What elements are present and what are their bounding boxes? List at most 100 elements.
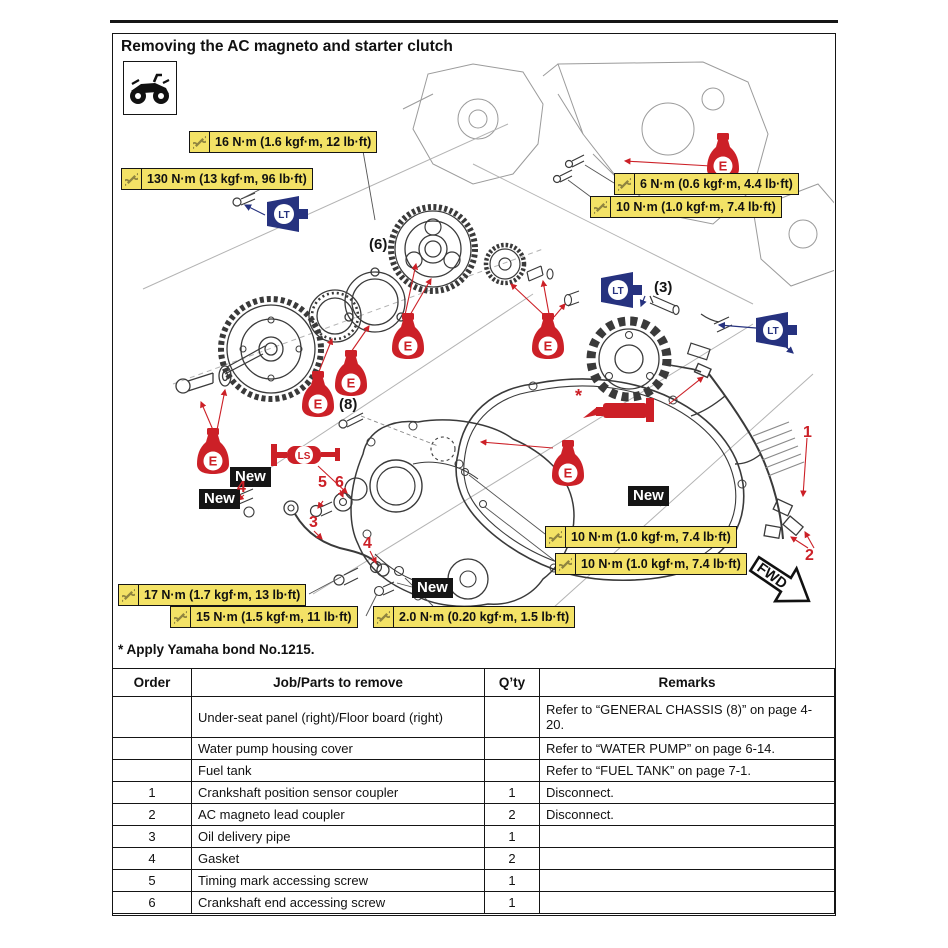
cell-order: 6 [112,891,192,914]
starter-clutch-housing [344,267,406,333]
oil-delivery-pipe [227,477,405,597]
fastener-count-label: (3) [654,279,673,296]
torque-value: 130 N·m (13 kgf·m, 96 lb·ft) [147,172,307,186]
torque-label: 15 N·m (1.5 kgf·m, 11 lb·ft) [170,606,358,628]
col-header-remarks: Remarks [539,668,835,697]
guide-lines [142,123,814,627]
cell-qty: 1 [484,869,540,892]
exploded-diagram: 16 N·m (1.6 kgf·m, 12 lb·ft) 130 N·m (13… [113,34,834,640]
cell-job: Gasket [191,847,485,870]
torque-label: 6 N·m (0.6 kgf·m, 4.4 lb·ft) [614,173,799,195]
torque-label: 130 N·m (13 kgf·m, 96 lb·ft) [121,168,313,190]
torque-label: 17 N·m (1.7 kgf·m, 13 lb·ft) [118,584,307,606]
cell-order: 2 [112,803,192,826]
threadlock-icon: LT [601,272,645,315]
cell-qty: 1 [484,781,540,804]
torque-label: 10 N·m (1.0 kgf·m, 7.4 lb·ft) [555,553,747,575]
cell-remarks [539,847,835,870]
new-part-tag: New [628,486,669,506]
torque-value: 10 N·m (1.0 kgf·m, 7.4 lb·ft) [581,557,741,571]
crankcase-cover [350,419,575,608]
threadlock-icon: LT [267,196,311,239]
engine-oil-icon: E [335,350,367,401]
table-row: 1 Crankshaft position sensor coupler 1 D… [112,781,835,804]
cell-job: Crankshaft position sensor coupler [191,781,485,804]
cell-job: Timing mark accessing screw [191,869,485,892]
new-part-tag: New [412,578,453,598]
wrench-icon [171,607,191,627]
cell-job: Fuel tank [191,759,485,782]
atv-model-box [123,61,177,115]
sealant-tube-icon [583,394,667,429]
threadlock-letters: LT [612,286,623,297]
wrench-icon [615,174,635,194]
table-header-row: Order Job/Parts to remove Q’ty Remarks [112,668,835,697]
cell-qty: 2 [484,803,540,826]
table-row: 4 Gasket 2 [112,847,835,870]
page-top-rule [110,20,838,23]
sealant-asterisk: * [575,386,583,406]
oil-letter: E [719,159,728,174]
callout-number: 2 [805,547,814,564]
atv-icon [130,73,170,104]
cell-remarks: Refer to “GENERAL CHASSIS (8)” on page 4… [539,696,835,738]
table-row: Water pump housing cover Refer to “WATER… [112,737,835,760]
table-row: Under-seat panel (right)/Floor board (ri… [112,696,835,738]
oil-letter: E [347,376,356,391]
engine-oil-icon: E [197,428,229,479]
cell-qty: 1 [484,825,540,848]
torque-value: 15 N·m (1.5 kgf·m, 11 lb·ft) [196,610,352,624]
small-bolts [232,154,680,447]
fastener-count-label: (8) [339,396,358,413]
callout-number: 5 [318,474,327,491]
ac-magneto-rotor [218,296,324,402]
callout-number: 4 [363,535,372,552]
wrench-icon [591,197,611,217]
wrench-icon [122,169,142,189]
wrench-icon [546,527,566,547]
cell-remarks: Disconnect. [539,803,835,826]
cell-job: Under-seat panel (right)/Floor board (ri… [191,696,485,738]
torque-value: 10 N·m (1.0 kgf·m, 7.4 lb·ft) [571,530,731,544]
cell-qty [484,696,540,738]
table-row: 3 Oil delivery pipe 1 [112,825,835,848]
cell-remarks: Refer to “FUEL TANK” on page 7-1. [539,759,835,782]
callout-number: 6 [335,474,344,491]
torque-value: 17 N·m (1.7 kgf·m, 13 lb·ft) [144,588,301,602]
cell-order [112,737,192,760]
col-header-job: Job/Parts to remove [191,668,485,697]
callout-number: 3 [309,514,318,531]
cell-job: Oil delivery pipe [191,825,485,848]
torque-label: 16 N·m (1.6 kgf·m, 12 lb·ft) [189,131,378,153]
engine-oil-icon: E [552,440,584,491]
oil-letter: E [404,339,413,354]
rotor-bolt [175,365,232,394]
oil-letter: E [544,339,553,354]
cell-qty [484,737,540,760]
torque-label: 10 N·m (1.0 kgf·m, 7.4 lb·ft) [545,526,737,548]
callout-number: 4 [237,479,246,496]
idler-gear [483,242,580,307]
diagram-linework [142,61,834,627]
new-part-tag: New [199,489,240,509]
col-header-order: Order [112,668,192,697]
grease-gun-icon: LS [271,442,345,473]
fwd-direction-arrow: FWD [741,552,833,633]
section-box: Removing the AC magneto and starter clut… [112,33,836,916]
wrench-icon [119,585,139,605]
engine-oil-icon: E [392,313,424,364]
callout-number: 1 [803,424,812,441]
torque-value: 16 N·m (1.6 kgf·m, 12 lb·ft) [215,135,372,149]
oil-letter: E [209,454,218,469]
oil-letter: E [564,466,573,481]
oil-letter: E [314,397,323,412]
cell-order: 4 [112,847,192,870]
parts-table: Order Job/Parts to remove Q’ty Remarks U… [112,668,835,914]
table-row: 5 Timing mark accessing screw 1 [112,869,835,892]
cell-qty [484,759,540,782]
cell-remarks [539,869,835,892]
cell-qty: 2 [484,847,540,870]
engine-oil-icon: E [532,313,564,364]
cell-remarks [539,825,835,848]
